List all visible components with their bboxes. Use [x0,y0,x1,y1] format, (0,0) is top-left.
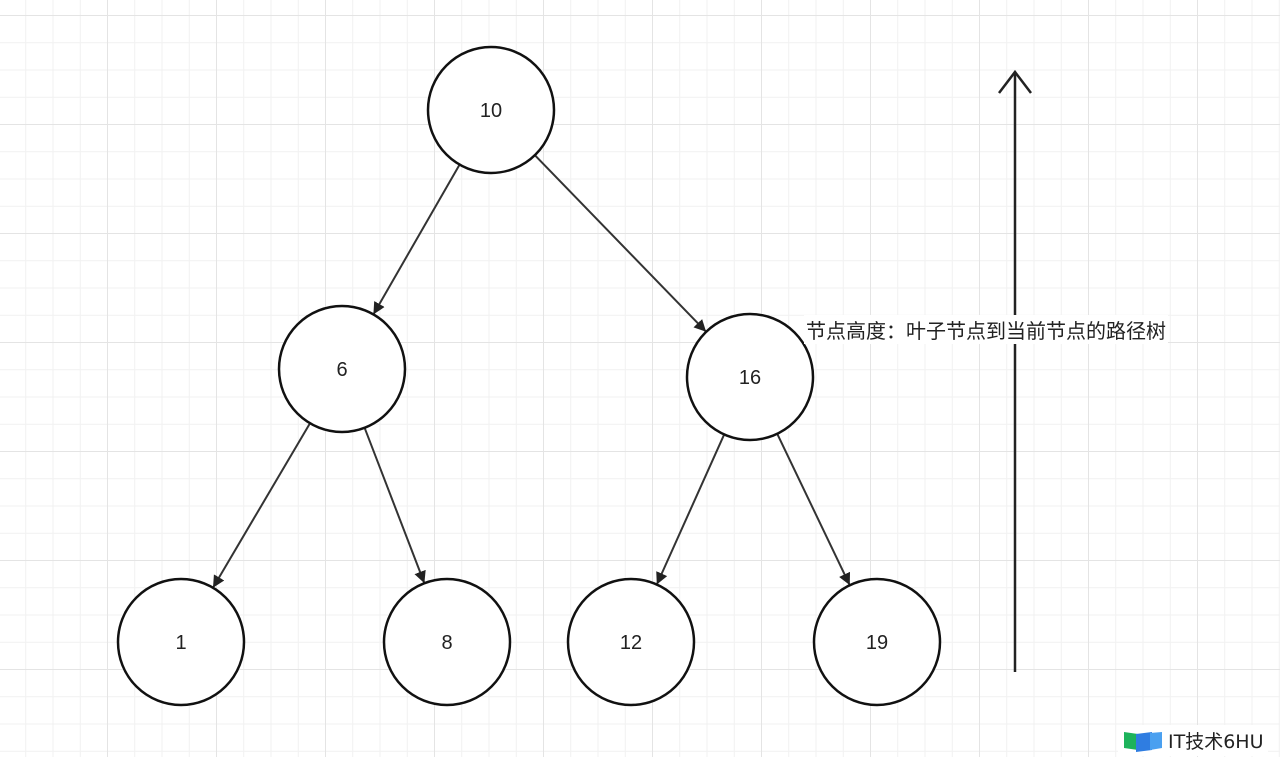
tree-node-6: 6 [277,304,407,434]
node-label: 12 [620,632,642,654]
node-height-annotation: 节点高度：叶子节点到当前节点的路径树 [804,315,1168,344]
tree-node-16: 16 [685,312,815,442]
node-label: 16 [739,367,761,389]
tree-node-12: 12 [566,577,696,707]
node-circle [426,45,556,175]
watermark: IT技术6HU [1118,725,1268,756]
edge-n10-n16 [534,154,707,332]
node-label: 10 [480,100,502,122]
tree-node-1: 1 [116,577,246,707]
edge-n16-n19 [776,433,851,586]
height-arrow-head [998,69,1032,94]
node-circle [685,312,815,442]
node-label: 6 [336,359,347,381]
node-circle [116,577,246,707]
node-circle [566,577,696,707]
node-label: 19 [866,632,888,654]
node-circle [277,304,407,434]
node-circle [382,577,512,707]
watermark-logo-icon [1124,731,1162,752]
tree-node-10: 10 [426,45,556,175]
node-label: 8 [441,632,452,654]
tree-node-8: 8 [382,577,512,707]
node-label: 1 [175,632,186,654]
edge-n6-n8 [363,427,426,584]
edge-n16-n12 [656,434,726,585]
edge-n6-n1 [212,422,311,588]
tree-node-19: 19 [812,577,942,707]
edge-n10-n6 [373,164,461,315]
node-circle [812,577,942,707]
watermark-text: IT技术6HU [1168,731,1264,753]
